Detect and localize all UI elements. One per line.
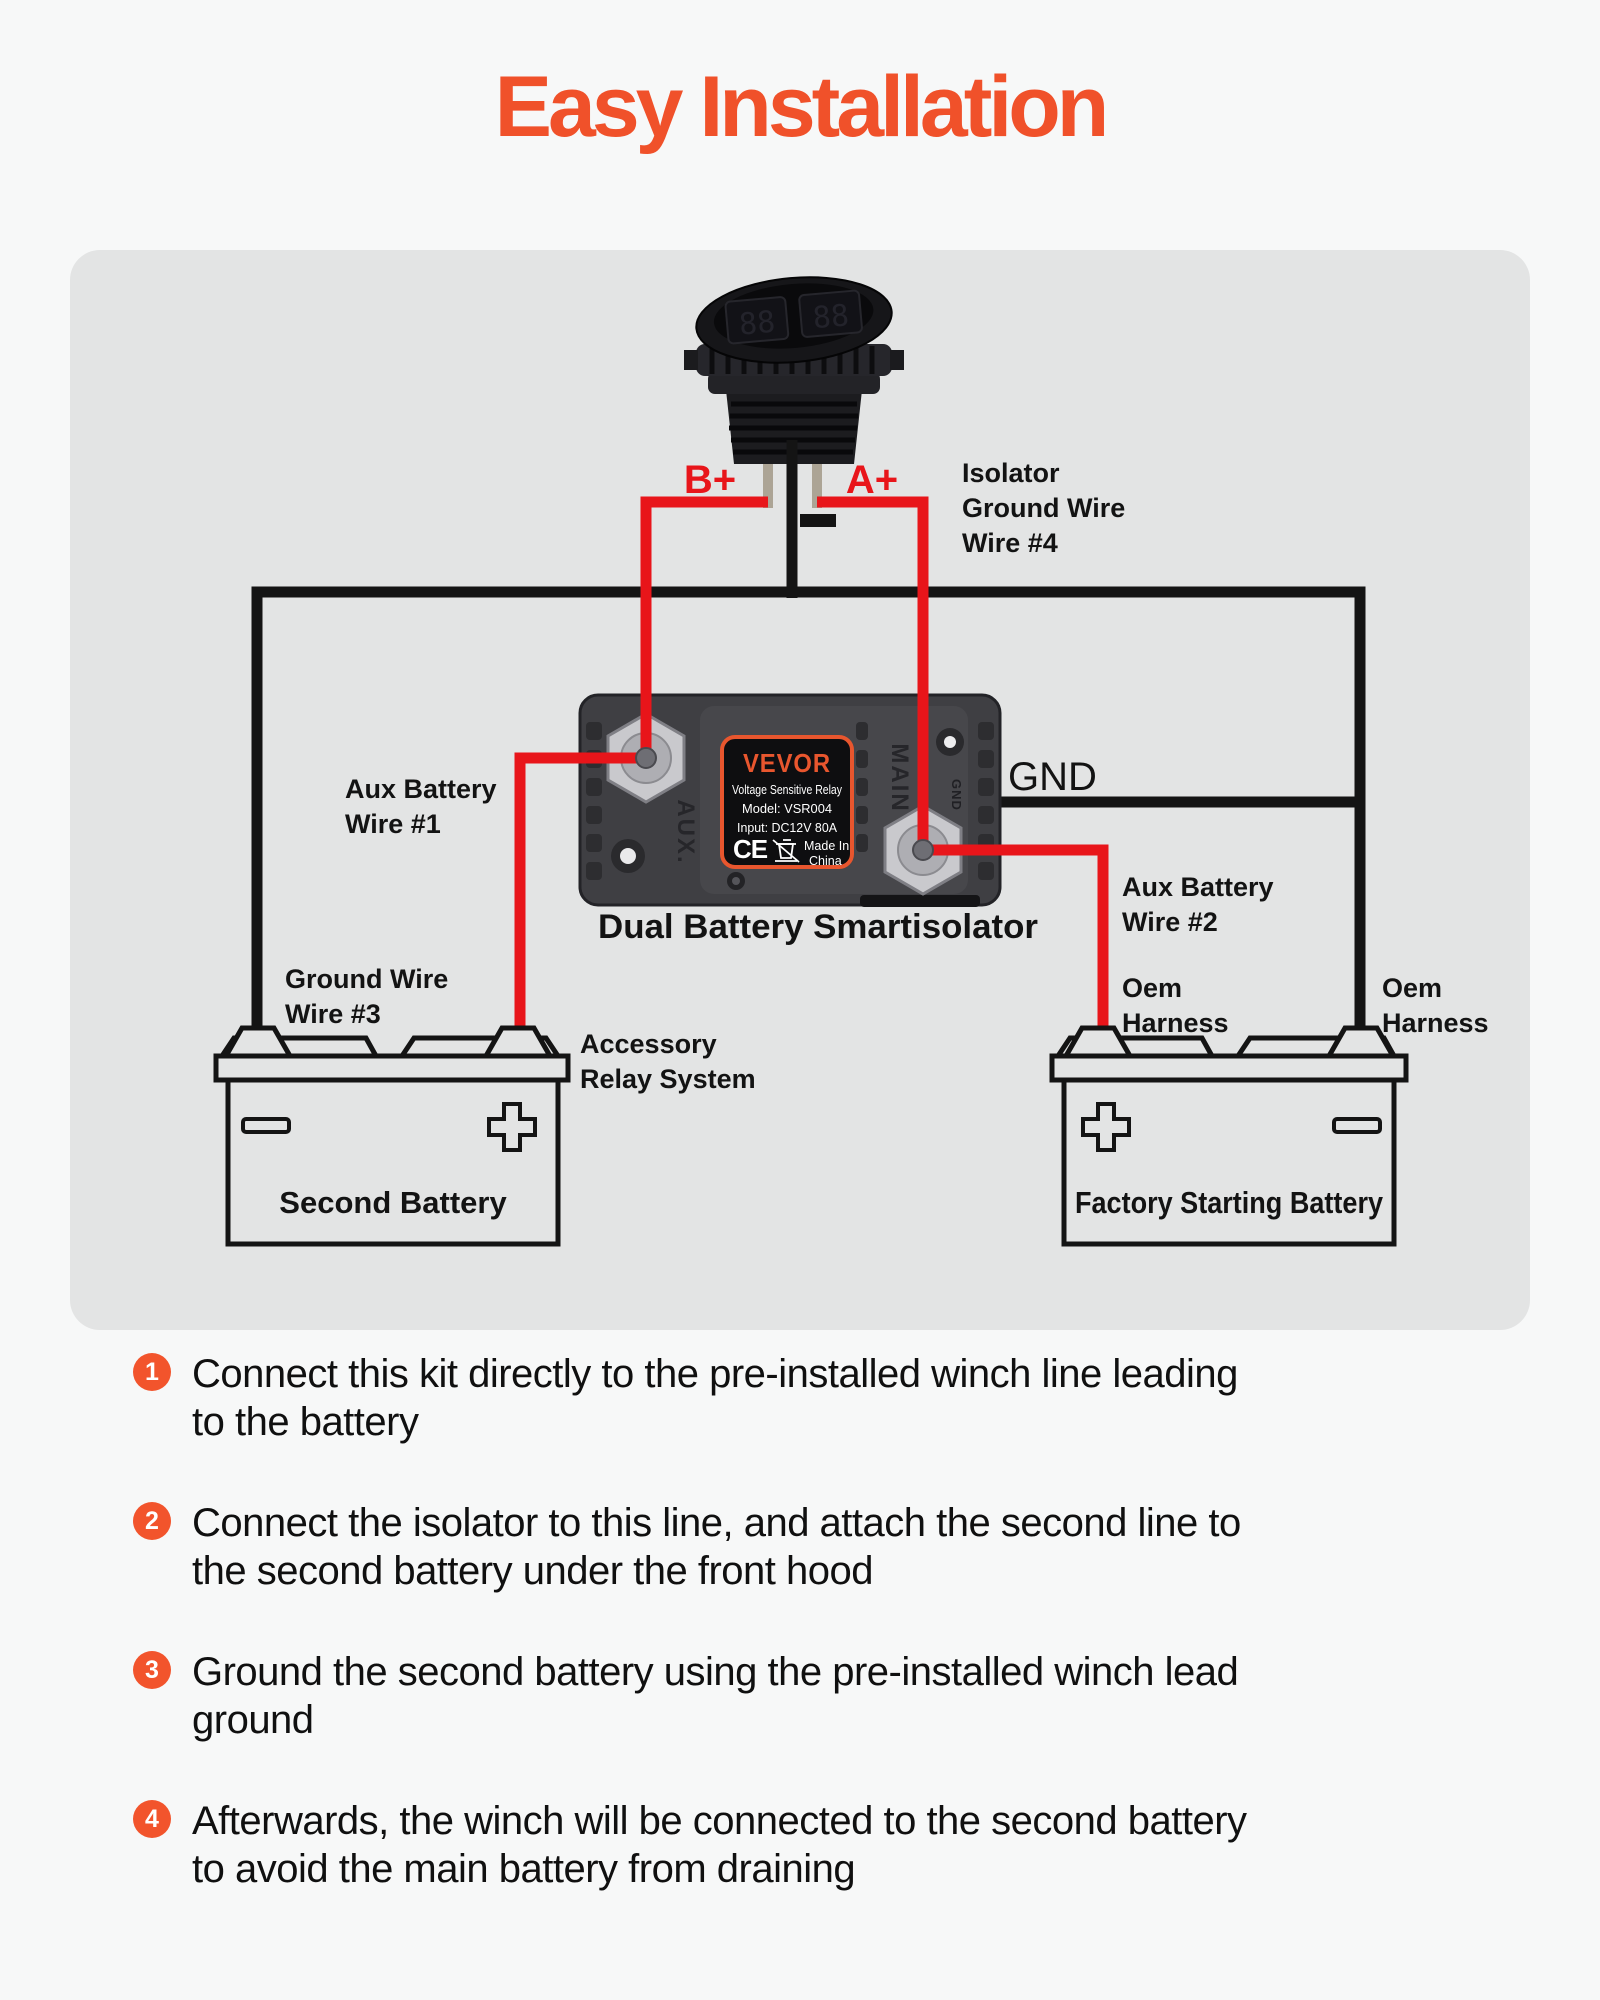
svg-text:Wire #2: Wire #2 bbox=[1122, 907, 1218, 937]
minus-mark bbox=[800, 514, 836, 527]
svg-text:Aux Battery: Aux Battery bbox=[345, 774, 497, 804]
made-in-line2: China bbox=[809, 854, 842, 868]
instruction-step-2: 2 Connect the isolator to this line, and… bbox=[133, 1499, 1553, 1595]
battery-body bbox=[1061, 1077, 1397, 1247]
voltmeter-device: 88 88 bbox=[684, 276, 904, 508]
relay-brand: VEVOR bbox=[743, 748, 831, 778]
factory-battery-label: Factory Starting Battery bbox=[1075, 1185, 1384, 1220]
minus-symbol bbox=[241, 1117, 291, 1134]
b-plus-label: B+ bbox=[684, 458, 736, 502]
svg-text:Accessory: Accessory bbox=[580, 1029, 717, 1059]
main-terminal-stud bbox=[912, 839, 934, 861]
instruction-step-1: 1 Connect this kit directly to the pre-i… bbox=[133, 1350, 1553, 1446]
minus-symbol bbox=[1332, 1117, 1382, 1134]
made-in-line1: Made In bbox=[804, 839, 849, 853]
svg-text:Aux Battery: Aux Battery bbox=[1122, 872, 1274, 902]
svg-text:Harness: Harness bbox=[1122, 1008, 1229, 1038]
aux-marking: AUX. bbox=[672, 799, 699, 864]
second-battery bbox=[213, 1025, 571, 1247]
aux-terminal-stud bbox=[635, 747, 657, 769]
relay-bottom-notch bbox=[860, 895, 980, 907]
instruction-list: 1 Connect this kit directly to the pre-i… bbox=[133, 1350, 1553, 1946]
voltmeter-threads bbox=[729, 401, 858, 455]
step-number-badge: 2 bbox=[133, 1502, 171, 1540]
voltmeter-display-right bbox=[798, 289, 863, 338]
relay-device: VEVOR Voltage Sensitive Relay Model: VSR… bbox=[578, 693, 1002, 907]
svg-text:Ground Wire: Ground Wire bbox=[962, 493, 1125, 523]
battery-lid bbox=[213, 1053, 571, 1083]
aux-battery-wire1-label: Aux Battery Wire #1 bbox=[345, 774, 497, 839]
step-text: Afterwards, the winch will be connected … bbox=[192, 1799, 1247, 1891]
relay-small-screw-center bbox=[732, 877, 740, 885]
step-text: Connect the isolator to this line, and a… bbox=[192, 1501, 1241, 1593]
svg-text:Wire #1: Wire #1 bbox=[345, 809, 441, 839]
voltmeter-tab-right bbox=[890, 350, 904, 370]
voltmeter-ring bbox=[708, 372, 880, 394]
step-number-badge: 1 bbox=[133, 1353, 171, 1391]
gnd-marking: GND bbox=[949, 779, 964, 811]
step-text: Connect this kit directly to the pre-ins… bbox=[192, 1352, 1238, 1444]
step-number-badge: 4 bbox=[133, 1800, 171, 1838]
oem-harness-label-left: Oem Harness bbox=[1122, 973, 1229, 1038]
relay-screw-hole-top-center bbox=[944, 736, 956, 748]
battery-lid bbox=[1049, 1053, 1409, 1083]
isolator-ground-wire-label: Isolator Ground Wire Wire #4 bbox=[962, 458, 1125, 558]
accessory-relay-system-label: Accessory Relay System bbox=[580, 1029, 756, 1094]
oem-harness-label-right: Oem Harness bbox=[1382, 973, 1489, 1038]
voltmeter-pin-a bbox=[812, 450, 822, 508]
smartisolator-caption: Dual Battery Smartisolator bbox=[598, 908, 1038, 946]
voltmeter-segments-left: 88 bbox=[738, 305, 777, 343]
instruction-step-4: 4 Afterwards, the winch will be connecte… bbox=[133, 1797, 1553, 1893]
svg-text:Relay System: Relay System bbox=[580, 1064, 756, 1094]
a-plus-label: A+ bbox=[846, 458, 898, 502]
ground-bus-wire bbox=[251, 586, 1366, 1032]
second-battery-label: Second Battery bbox=[279, 1185, 507, 1220]
voltmeter-tab-left bbox=[684, 350, 698, 370]
svg-text:Oem: Oem bbox=[1122, 973, 1182, 1003]
ground-wire3-label: Ground Wire Wire #3 bbox=[285, 964, 448, 1029]
svg-text:Ground Wire: Ground Wire bbox=[285, 964, 448, 994]
relay-model: Model: VSR004 bbox=[742, 802, 832, 816]
svg-text:Oem: Oem bbox=[1382, 973, 1442, 1003]
aux-battery-wire2-label: Aux Battery Wire #2 bbox=[1122, 872, 1274, 937]
gnd-label: GND bbox=[1008, 755, 1097, 799]
plus-symbol bbox=[1081, 1102, 1131, 1152]
voltmeter-segments-right: 88 bbox=[811, 298, 850, 336]
weee-icon bbox=[772, 839, 800, 863]
installation-diagram: 88 88 bbox=[70, 250, 1530, 1330]
svg-text:Isolator: Isolator bbox=[962, 458, 1060, 488]
relay-screw-hole-bottom-center bbox=[620, 848, 636, 864]
ce-mark: CE bbox=[733, 834, 768, 864]
page-title: Easy Installation bbox=[494, 59, 1110, 155]
voltmeter-pin-b bbox=[763, 450, 773, 508]
main-marking: MAIN bbox=[886, 743, 913, 812]
voltmeter-display-left bbox=[724, 296, 790, 345]
relay-product-label bbox=[720, 735, 854, 869]
plus-symbol bbox=[487, 1102, 537, 1152]
step-text: Ground the second battery using the pre-… bbox=[192, 1650, 1239, 1742]
svg-text:Wire #4: Wire #4 bbox=[962, 528, 1058, 558]
relay-input: Input: DC12V 80A bbox=[737, 821, 838, 835]
instruction-step-3: 3 Ground the second battery using the pr… bbox=[133, 1648, 1553, 1744]
svg-text:Wire #3: Wire #3 bbox=[285, 999, 381, 1029]
step-number-badge: 3 bbox=[133, 1651, 171, 1689]
svg-text:Harness: Harness bbox=[1382, 1008, 1489, 1038]
relay-desc: Voltage Sensitive Relay bbox=[732, 783, 843, 797]
factory-starting-battery bbox=[1049, 1025, 1409, 1247]
